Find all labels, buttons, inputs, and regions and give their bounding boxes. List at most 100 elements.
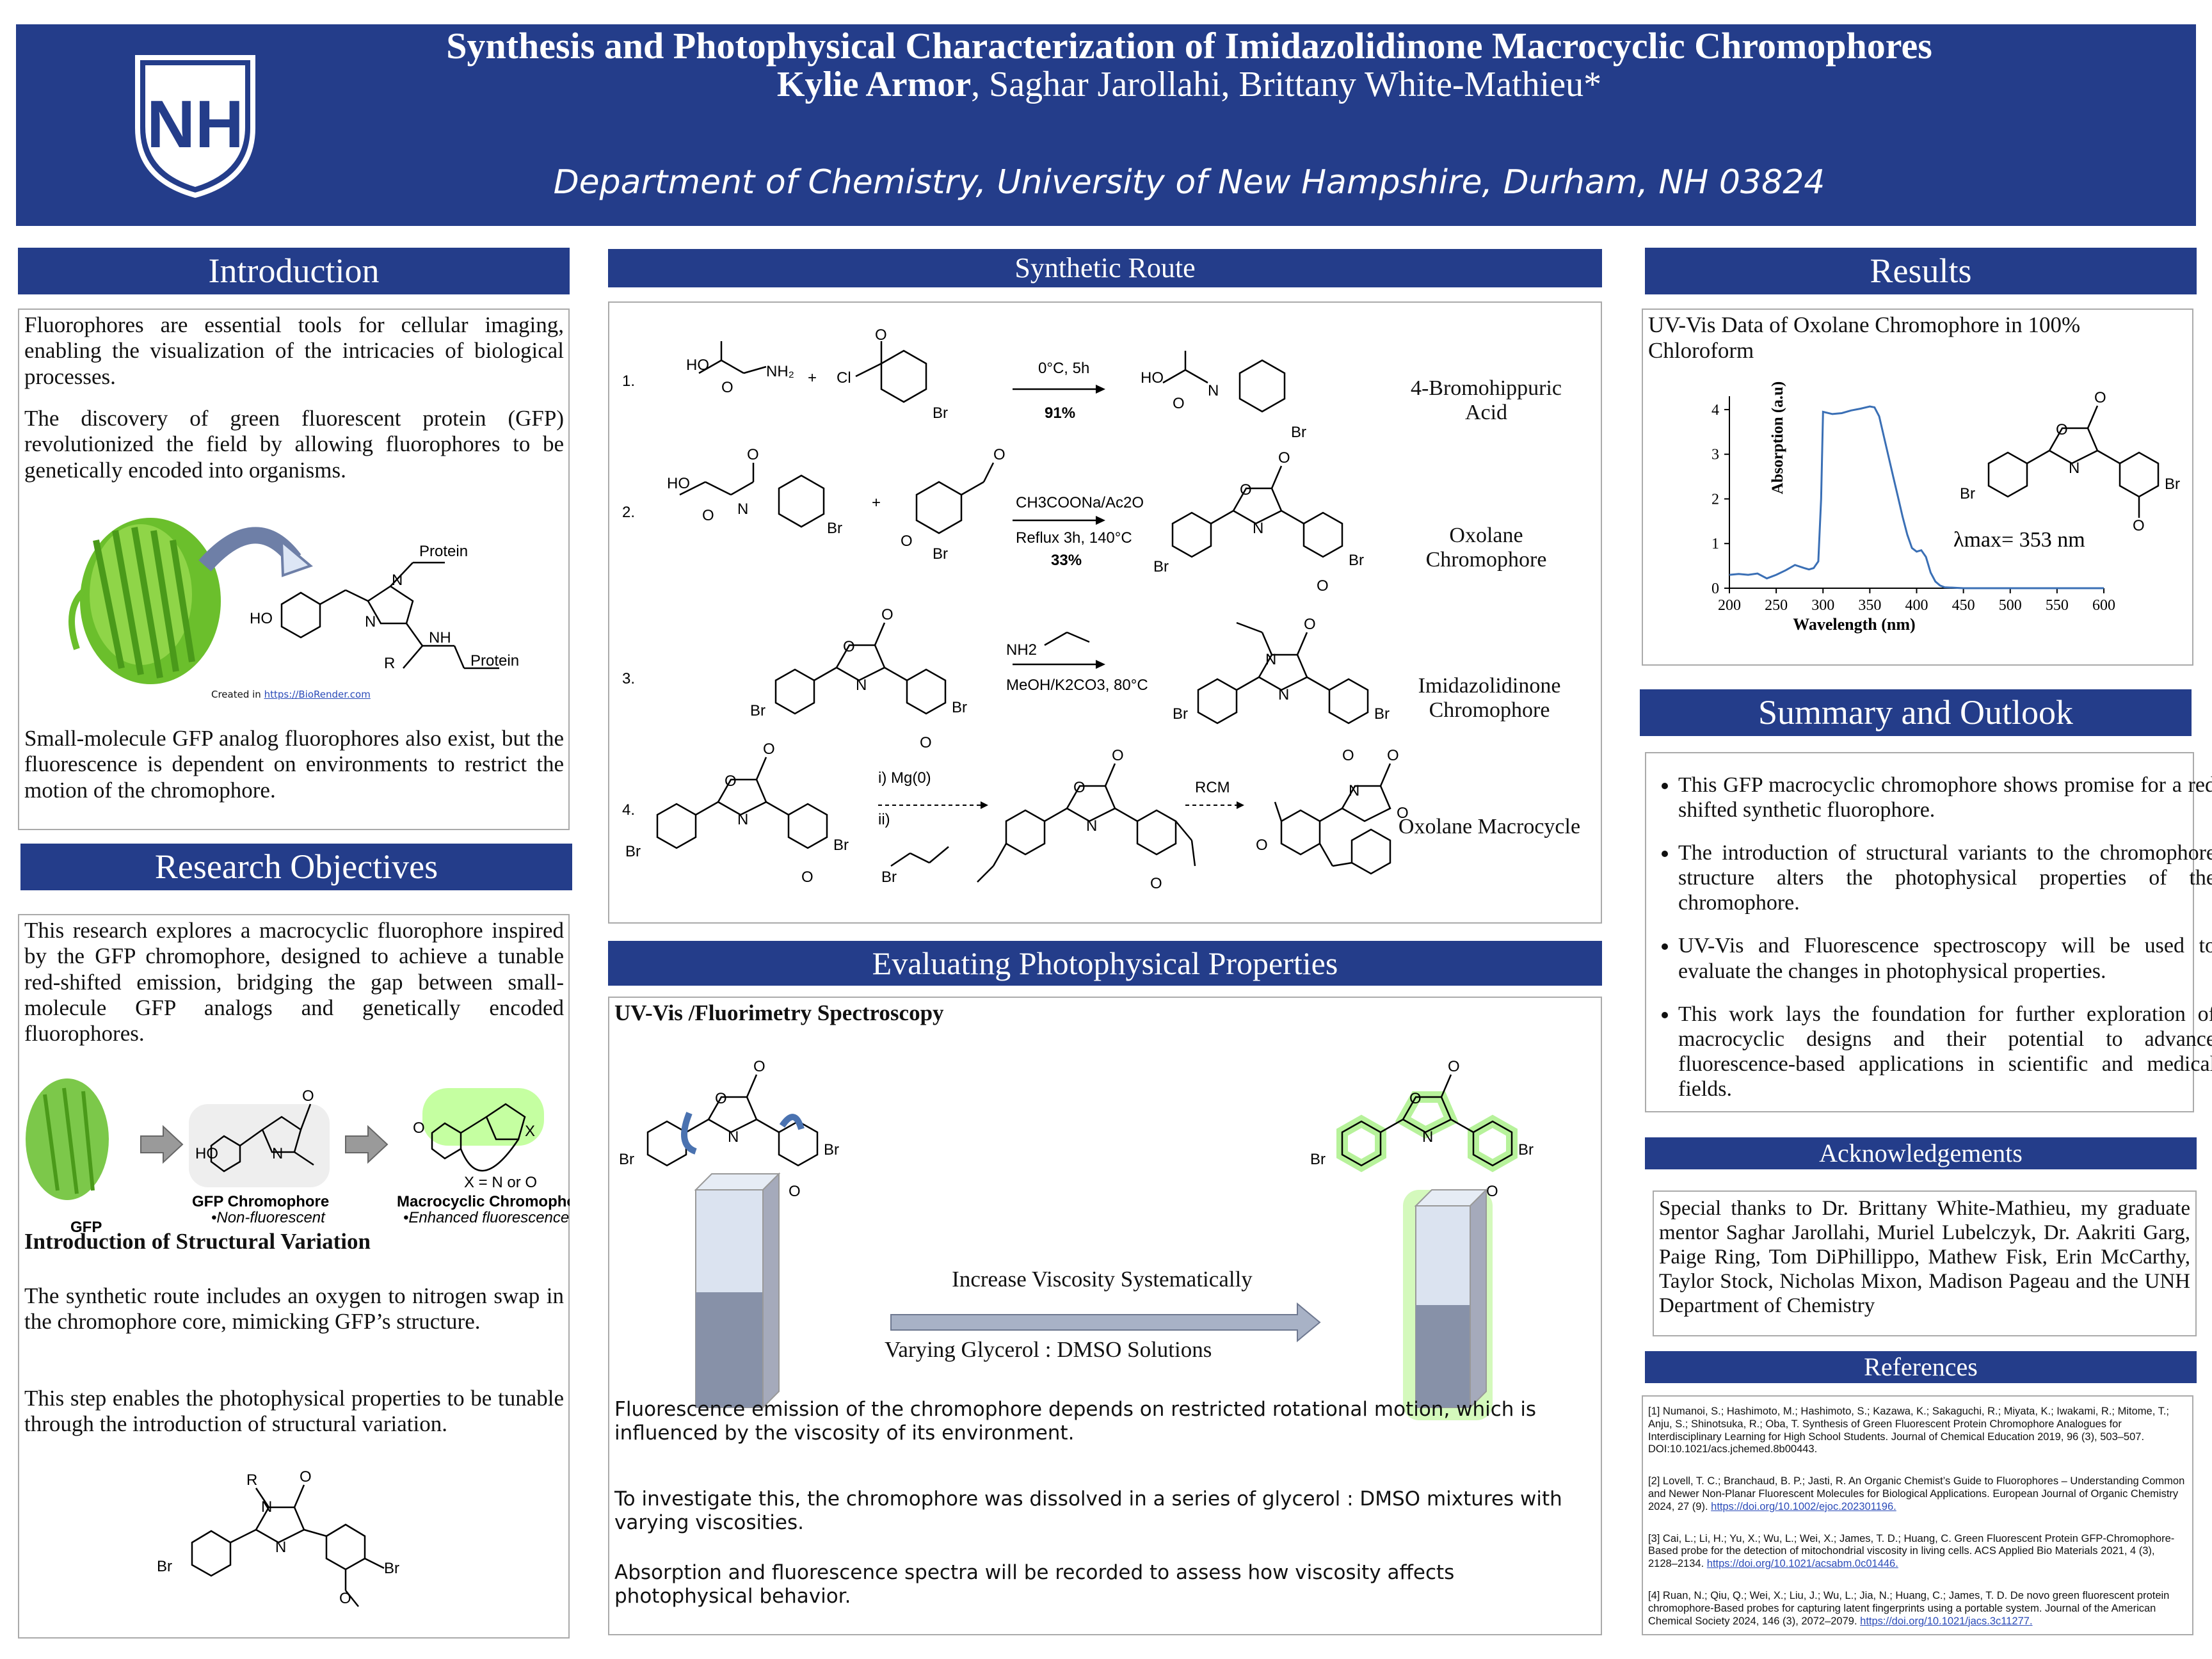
- svg-text:O: O: [1397, 805, 1409, 822]
- svg-text:O: O: [721, 379, 733, 396]
- x-tick-label: 500: [1999, 597, 2022, 614]
- svg-text:O: O: [339, 1590, 351, 1607]
- references-panel: [1] Numanoi, S.; Hashimoto, M.; Hashimot…: [1642, 1395, 2193, 1635]
- svg-text:Br: Br: [952, 699, 967, 716]
- authors: Kylie Armor, Saghar Jarollahi, Brittany …: [0, 64, 2212, 105]
- viscosity-arrow: [890, 1302, 1321, 1343]
- x-tick-label: 450: [1952, 597, 1975, 614]
- svg-text:Br: Br: [833, 837, 849, 854]
- svg-text:N: N: [1278, 686, 1289, 703]
- biorender-link[interactable]: https://BioRender.com: [264, 689, 371, 700]
- svg-text:Br: Br: [1960, 485, 1975, 502]
- svg-text:Br: Br: [750, 702, 765, 719]
- summary-item: This work lays the foundation for furthe…: [1678, 1002, 2212, 1102]
- svg-text:HO: HO: [667, 475, 690, 492]
- poster-title: Synthesis and Photophysical Characteriza…: [446, 25, 1932, 67]
- introduction-heading: Introduction: [18, 248, 570, 294]
- rotation-arrow-left: [681, 1112, 697, 1155]
- y-tick-label: 2: [1711, 491, 1719, 508]
- synthetic-route-panel: 1. O HO NH₂ + O Cl Br 0°C, 5h 91% O HO N…: [608, 301, 1602, 924]
- right-arrow-icon-2: [345, 1125, 389, 1164]
- x-tick-label: 400: [1905, 597, 1928, 614]
- summary-item: This GFP macrocyclic chromophore shows p…: [1678, 773, 2212, 822]
- summary-item: UV-Vis and Fluorescence spectroscopy wil…: [1678, 933, 2212, 983]
- lambda-max-label: λmax= 353 nm: [1953, 528, 2085, 552]
- results-panel: UV-Vis Data of Oxolane Chromophore in 10…: [1642, 309, 2193, 666]
- objectives-paragraph-1: This research explores a macrocyclic flu…: [24, 918, 564, 1046]
- svg-text:O: O: [725, 773, 737, 790]
- svg-text:N: N: [272, 1145, 283, 1162]
- svg-text:Br: Br: [827, 520, 842, 537]
- svg-text:HO: HO: [1141, 369, 1164, 387]
- cuvette-right-glowing: [1403, 1188, 1493, 1420]
- reference-item: [1] Numanoi, S.; Hashimoto, M.; Hashimot…: [1648, 1406, 2169, 1455]
- svg-text:N: N: [1265, 651, 1276, 668]
- svg-text:N: N: [365, 613, 376, 630]
- right-arrow-icon: [140, 1125, 184, 1164]
- chart-xlabel: Wavelength (nm): [1793, 615, 1915, 634]
- product-2-label: Oxolane Chromophore: [1425, 524, 1547, 572]
- unh-logo: NH: [135, 55, 255, 198]
- svg-text:O: O: [715, 1090, 727, 1107]
- inset-oxolane-structure: [1987, 405, 2160, 518]
- svg-text:O: O: [1256, 837, 1268, 854]
- results-heading: Results: [1645, 248, 2197, 294]
- reference-item: [4] Ruan, N.; Qiu, Q.; Wei, X.; Liu, J.;…: [1648, 1589, 2170, 1627]
- absorption-series-line: [1729, 405, 2104, 589]
- svg-text:Br: Br: [1374, 705, 1390, 723]
- svg-text:O: O: [1240, 481, 1252, 499]
- cuvette-left: [694, 1172, 781, 1409]
- svg-text:N: N: [856, 677, 867, 694]
- summary-list: This GFP macrocyclic chromophore shows p…: [1646, 773, 2212, 1119]
- title-banner: [16, 24, 2196, 226]
- svg-text:ii): ii): [878, 811, 890, 828]
- svg-text:X = N or O: X = N or O: [464, 1174, 537, 1191]
- svg-text:O: O: [1278, 449, 1290, 467]
- svg-text:Br: Br: [625, 843, 641, 860]
- references-heading: References: [1645, 1351, 2197, 1383]
- gfp-chromophore-structure: [280, 561, 499, 669]
- svg-text:Br: Br: [619, 1151, 634, 1168]
- svg-text:O: O: [1342, 747, 1354, 764]
- summary-heading: Summary and Outlook: [1640, 689, 2192, 736]
- affiliation: Department of Chemistry, University of N…: [553, 163, 1825, 202]
- svg-text:CH3COONa/Ac2O: CH3COONa/Ac2O: [1016, 494, 1144, 511]
- y-tick-label: 1: [1711, 536, 1719, 552]
- svg-text:33%: 33%: [1051, 552, 1082, 569]
- acknowledgements-panel: Special thanks to Dr. Brittany White-Mat…: [1653, 1190, 2197, 1336]
- summary-panel: This GFP macrocyclic chromophore shows p…: [1645, 752, 2212, 1112]
- acknowledgements-text: Special thanks to Dr. Brittany White-Mat…: [1659, 1197, 2190, 1317]
- svg-text:3.: 3.: [622, 670, 635, 687]
- reference-link[interactable]: https://doi.org/10.1021/jacs.3c11277.: [1860, 1615, 2033, 1627]
- svg-text:O: O: [1317, 577, 1329, 595]
- svg-text:O: O: [1150, 875, 1162, 892]
- svg-text:Br: Br: [1518, 1141, 1534, 1158]
- lead-author: Kylie Armor: [776, 65, 972, 104]
- intro-paragraph-1: Fluorophores are essential tools for cel…: [24, 312, 564, 389]
- svg-text:NH2: NH2: [1006, 641, 1037, 659]
- svg-text:N: N: [2069, 460, 2080, 477]
- y-tick-label: 4: [1711, 402, 1719, 419]
- spectroscopy-subheading: UV-Vis /Fluorimetry Spectroscopy: [614, 1000, 944, 1025]
- svg-text:O: O: [1073, 779, 1086, 796]
- product-4-label: Oxolane Macrocycle: [1398, 815, 1581, 838]
- reference-link[interactable]: https://doi.org/10.1021/acsabm.0c01446.: [1706, 1558, 1898, 1570]
- x-tick-label: 200: [1718, 597, 1741, 614]
- summary-item: The introduction of structural variants …: [1678, 840, 2212, 915]
- viscosity-arrow-label: Increase Viscosity Systematically: [952, 1267, 1253, 1292]
- svg-text:O: O: [1448, 1058, 1460, 1075]
- svg-text:HO: HO: [250, 610, 273, 627]
- svg-text:Br: Br: [1153, 558, 1169, 575]
- svg-text:O: O: [753, 1058, 765, 1075]
- svg-text:91%: 91%: [1045, 405, 1075, 422]
- synthetic-route-heading: Synthetic Route: [608, 249, 1602, 287]
- svg-text:NH: NH: [429, 629, 451, 646]
- viscosity-figure: Br O O N Br O Increase Viscosity Systema…: [619, 1058, 1534, 1420]
- reference-link[interactable]: https://doi.org/10.1002/ejoc.202301196.: [1711, 1500, 1896, 1512]
- x-tick-label: 350: [1858, 597, 1881, 614]
- svg-text:•Non-fluorescent: •Non-fluorescent: [211, 1209, 326, 1226]
- svg-text:N: N: [275, 1539, 286, 1556]
- svg-text:O: O: [993, 446, 1006, 463]
- svg-text:O: O: [789, 1183, 801, 1200]
- svg-text:O: O: [2133, 517, 2145, 534]
